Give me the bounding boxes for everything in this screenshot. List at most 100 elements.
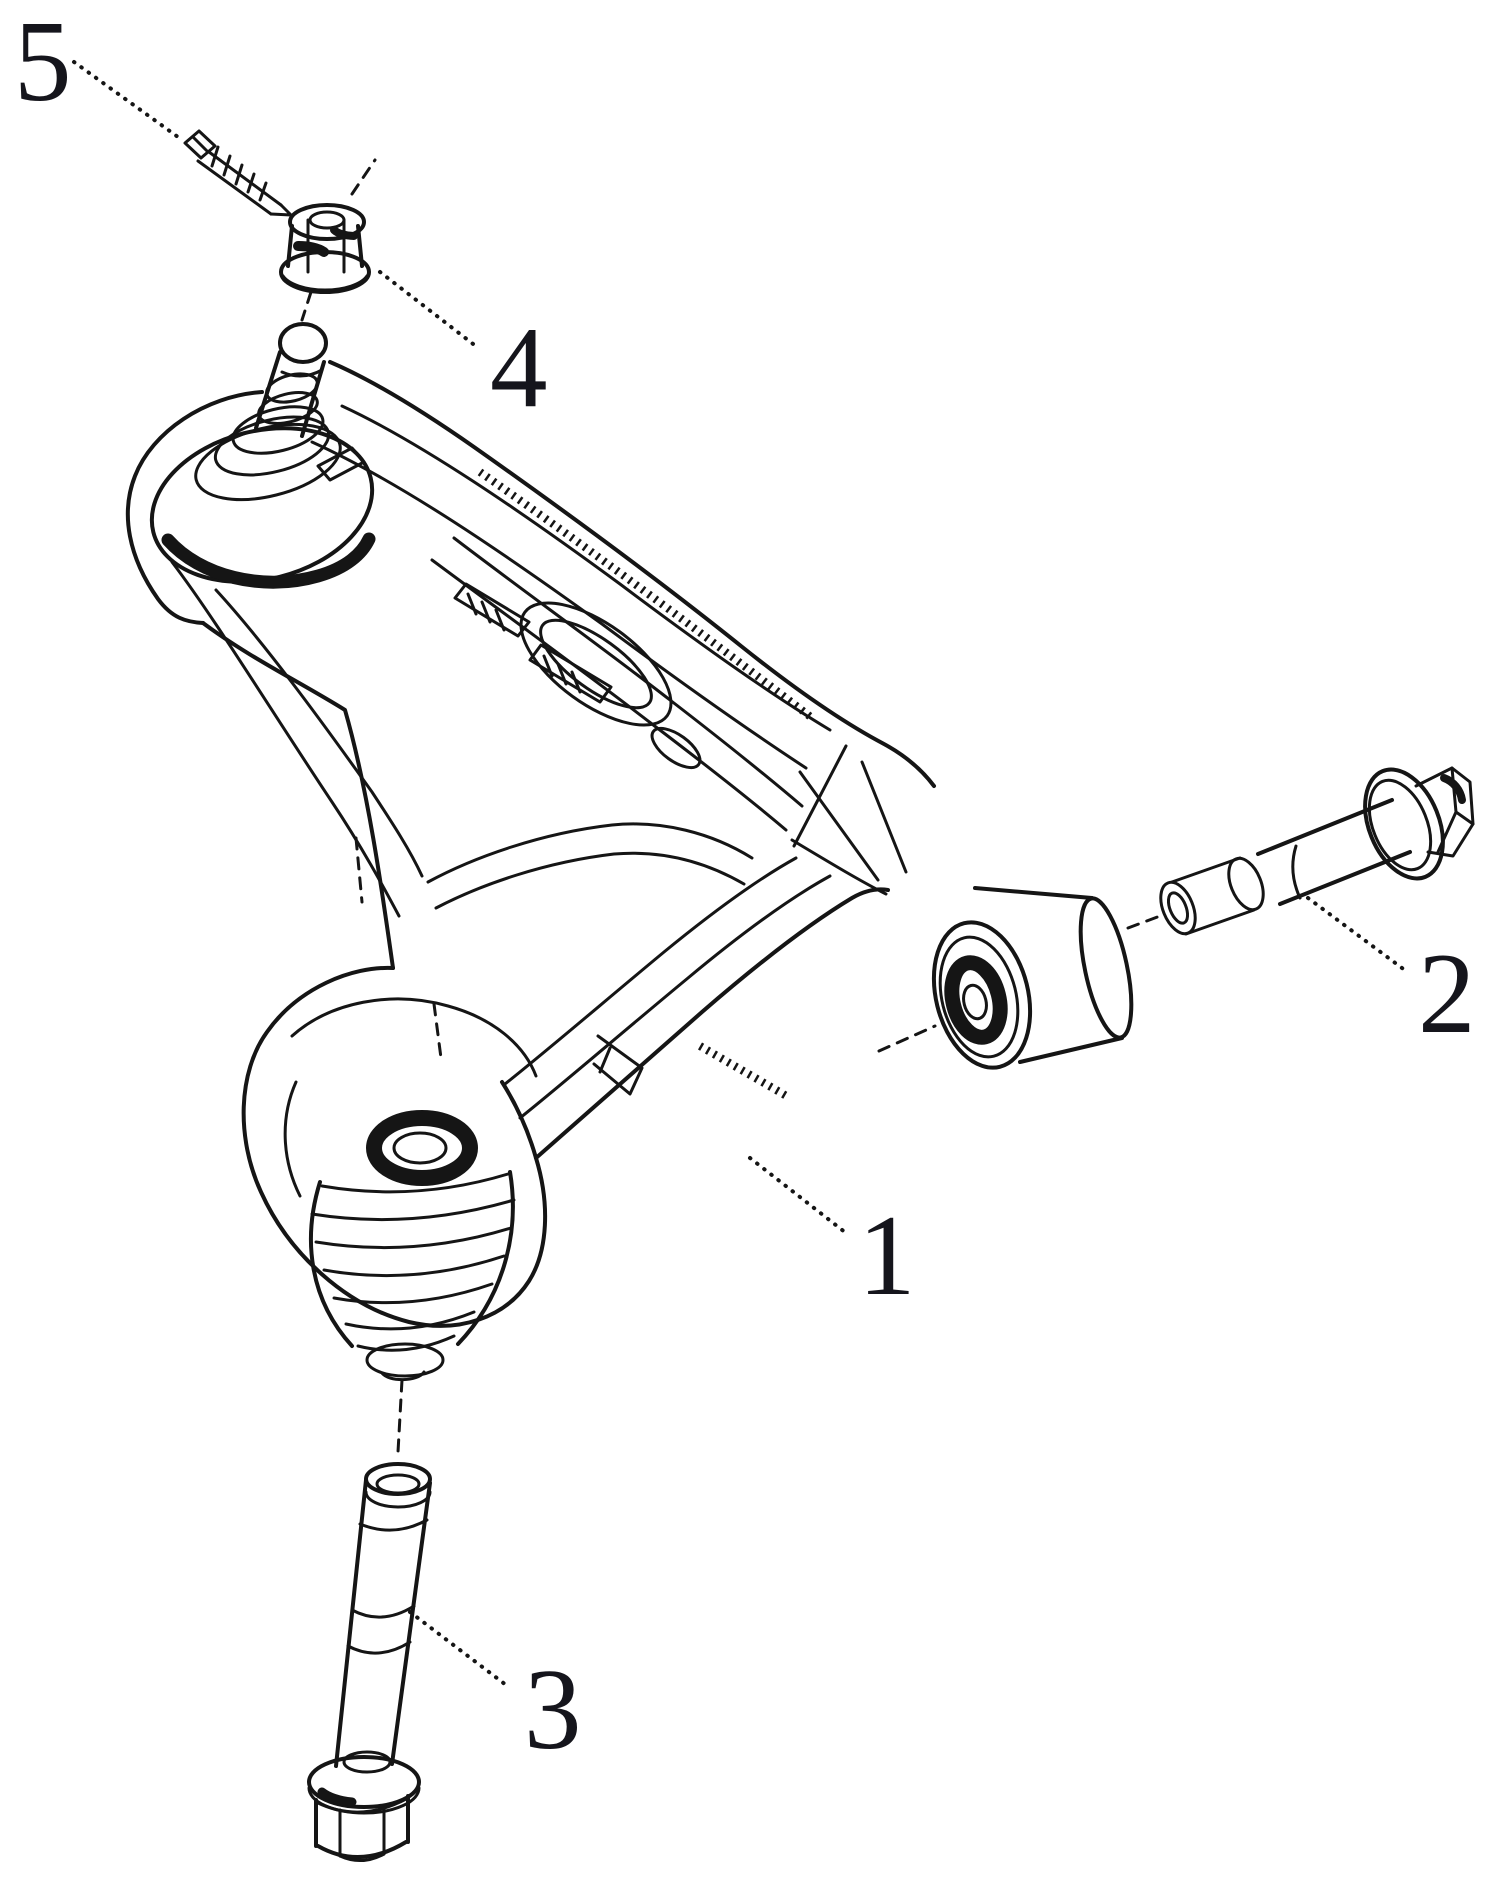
leader-5 — [72, 60, 180, 139]
drawing-stroke — [1414, 766, 1475, 858]
drawing-stroke — [477, 468, 815, 722]
drawing-stroke — [332, 1282, 494, 1305]
control-arm-part1 — [125, 360, 936, 1328]
drawing-stroke — [183, 129, 217, 160]
leader-4 — [378, 270, 479, 349]
drawing-stroke — [375, 1473, 421, 1495]
drawing-stroke — [125, 390, 264, 625]
stud-axis-lower — [300, 290, 313, 322]
drawing-stroke — [1166, 891, 1190, 925]
drawing-stroke — [310, 1198, 516, 1222]
drawing-stroke — [792, 744, 848, 848]
drawing-stroke — [149, 426, 375, 584]
leader-lines — [72, 60, 1408, 1690]
drawing-stroke — [1367, 778, 1433, 872]
drawing-stroke — [697, 1042, 793, 1102]
leader-3 — [408, 1610, 512, 1690]
drawing-stroke — [283, 1080, 302, 1198]
drawing-stroke — [592, 1034, 644, 1096]
drawing-stroke — [366, 1110, 478, 1186]
drawing-stroke — [350, 1604, 416, 1619]
spacer-sleeve — [1159, 856, 1265, 936]
drawing-stroke — [938, 935, 1020, 1059]
drawing-stroke — [452, 536, 804, 808]
drawing-stroke — [342, 1750, 392, 1774]
ball-stud-nut-part4 — [279, 158, 377, 322]
drawing-stroke — [314, 1226, 513, 1250]
drawing-stroke — [466, 592, 506, 632]
drawing-stroke — [650, 726, 702, 770]
front-bolt-part3 — [307, 836, 443, 1862]
drawing-stroke — [213, 415, 331, 477]
ball-joint — [149, 322, 376, 589]
drawing-stroke — [317, 1787, 357, 1807]
rear-bolt-part2 — [877, 766, 1475, 1053]
bolt3-flange-head — [307, 1755, 421, 1862]
drawing-stroke — [330, 226, 358, 240]
drawing-stroke — [338, 1852, 386, 1862]
drawing-stroke — [973, 886, 1094, 900]
drawing-stroke — [288, 203, 366, 241]
drawing-stroke — [798, 770, 880, 882]
drawing-stroke — [453, 582, 531, 638]
leader-1 — [748, 1156, 848, 1235]
drawing-stroke — [320, 1172, 510, 1194]
drawing-stroke — [426, 822, 754, 884]
drawing-stroke — [308, 210, 346, 230]
drawing-stroke — [316, 1840, 408, 1859]
drawing-stroke — [1440, 774, 1466, 804]
rear-bushing — [931, 886, 1134, 1070]
drawing-stroke — [518, 874, 832, 1120]
drawing-stroke — [241, 965, 548, 1328]
part-label-5: 5 — [14, 0, 72, 125]
drawing-stroke — [1363, 767, 1445, 881]
drawing-stroke — [290, 997, 538, 1078]
drawing-stroke — [161, 532, 376, 589]
drawing-stroke — [201, 621, 395, 970]
drawing-stroke — [365, 1342, 445, 1378]
drawing-stroke — [196, 150, 283, 216]
bolt3-axis-upper — [354, 836, 364, 904]
drawing-stroke — [191, 135, 209, 153]
bolt2-hex-head — [1414, 766, 1475, 858]
drawing-stroke — [307, 1755, 421, 1809]
hatched-slot-a — [453, 582, 531, 638]
drawing-stroke — [314, 1796, 410, 1814]
bolt2-axis-right — [1126, 914, 1162, 930]
drawing-stroke — [364, 1462, 432, 1496]
bolt3-axis-lower — [396, 1378, 404, 1454]
drawing-stroke — [334, 1478, 432, 1768]
bolt2-axis-left — [877, 1024, 937, 1053]
drawing-stroke — [310, 440, 808, 770]
drawing-stroke — [214, 588, 424, 878]
drawing-stroke — [231, 405, 325, 455]
drawing-stroke — [293, 240, 329, 257]
drawing-stroke — [358, 1518, 429, 1532]
part-label-2: 2 — [1418, 930, 1476, 1057]
part-label-1: 1 — [858, 1192, 916, 1319]
drawing-stroke — [434, 851, 746, 910]
drawing-stroke — [944, 955, 1008, 1045]
leader-2 — [1306, 896, 1408, 973]
part-labels: 5 4 1 2 3 — [14, 0, 1476, 1773]
part-label-4: 4 — [490, 304, 548, 431]
drawing-stroke — [170, 560, 401, 918]
drawing-stroke — [300, 360, 326, 438]
drawing-stroke — [1170, 856, 1256, 936]
stud-axis-upper — [350, 158, 377, 196]
drawing-stroke — [328, 360, 936, 788]
drawing-stroke — [314, 1794, 410, 1848]
drawing-stroke — [503, 856, 798, 1086]
drawing-stroke — [534, 887, 890, 1160]
drawing-stroke — [1018, 1036, 1124, 1064]
drawing-stroke — [539, 618, 653, 710]
drawing-stroke — [931, 920, 1033, 1070]
drawing-stroke — [194, 422, 342, 502]
drawing-stroke — [430, 558, 788, 832]
drawing-stroke — [392, 1131, 448, 1165]
bolt3-axis-mid — [432, 1002, 443, 1060]
drawing-stroke — [860, 760, 908, 874]
drawing-stroke — [519, 601, 673, 727]
